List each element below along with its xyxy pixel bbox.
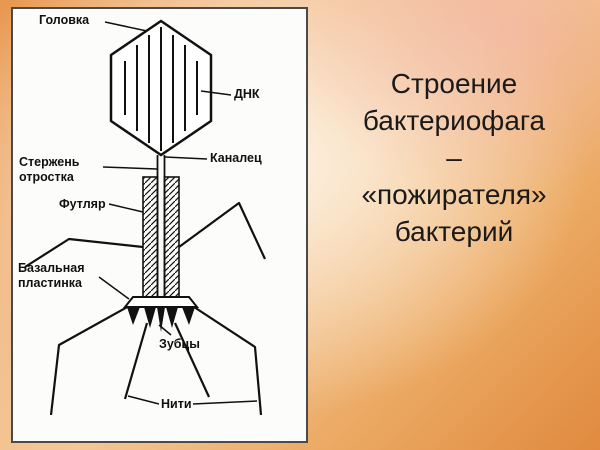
label-sheath: Футляр bbox=[59, 197, 106, 211]
base-plate bbox=[122, 296, 200, 308]
label-base-plate: Базальная пластинка bbox=[18, 261, 85, 290]
label-fibers: Нити bbox=[161, 397, 192, 411]
label-spikes: Зубцы bbox=[159, 337, 200, 351]
tail-spikes bbox=[127, 307, 195, 332]
dna-strands bbox=[124, 27, 198, 151]
label-channel: Каналец bbox=[210, 151, 262, 165]
leader-lines bbox=[98, 21, 258, 405]
tail-channel bbox=[156, 155, 166, 305]
bacteriophage-illustration bbox=[24, 19, 266, 416]
label-rod: Стержень отростка bbox=[19, 155, 80, 184]
label-head: Головка bbox=[39, 13, 90, 27]
slide-title: Строение бактериофага – «пожирателя» бак… bbox=[361, 68, 547, 247]
diagram-panel: Головка ДНК Стержень отростка Каналец Фу… bbox=[11, 7, 308, 443]
tail-sheath bbox=[142, 176, 180, 298]
label-dna: ДНК bbox=[234, 87, 260, 101]
tail-fibers bbox=[24, 201, 266, 416]
